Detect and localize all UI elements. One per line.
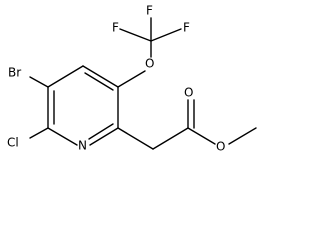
bond-cf3-f-left (119, 28, 152, 42)
ring-bond-n-c2 (47, 127, 78, 146)
atom-label-f-top: F (146, 4, 153, 18)
ring-bond-c4-c5-a (82, 65, 119, 88)
atom-label-f-right: F (183, 21, 190, 35)
ring-bond-c4-c5-b (84, 72, 114, 91)
bond-c5-o-ether (117, 70, 146, 88)
bond-c2-cl (29, 127, 49, 139)
bond-o-ester-methyl (228, 127, 257, 145)
ring-bond-c6-n-a (89, 127, 119, 146)
atom-label-f-left: F (112, 21, 119, 35)
atom-label-o-ester: O (216, 140, 225, 154)
atom-label-br: Br (8, 66, 21, 80)
chemical-structure-diagram: F F F O Br Cl N O O (7, 4, 257, 154)
atom-label-cl: Cl (7, 136, 19, 150)
bond-carbonyl-c-o-ester (187, 127, 216, 145)
bond-ch2-carbonyl-c (152, 127, 189, 150)
atom-label-o-ether: O (145, 57, 154, 71)
atom-label-n: N (78, 139, 87, 153)
bond-c3-br (29, 76, 49, 88)
ring-bond-c3-c4 (47, 65, 84, 88)
ring-bond-c6-n-b (88, 123, 114, 140)
bond-c6-ch2 (117, 127, 154, 150)
bond-cf3-f-right (150, 28, 182, 42)
atom-label-o-carbonyl: O (184, 86, 193, 100)
